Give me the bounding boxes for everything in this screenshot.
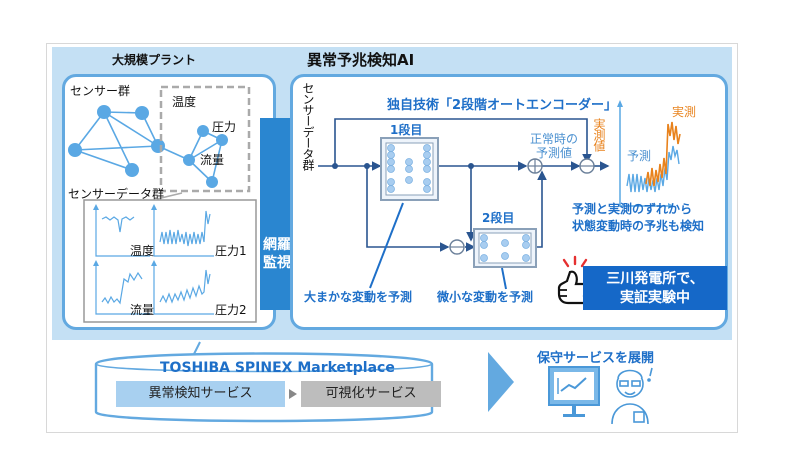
zoom-connector bbox=[156, 192, 183, 200]
stage2-pointer bbox=[501, 267, 507, 290]
chart-label-pressure2: 圧力2 bbox=[215, 303, 247, 317]
trial-stamp: 三川発電所で、 実証実験中 bbox=[583, 266, 727, 310]
stamp-line1: 三川発電所で、 bbox=[606, 271, 704, 287]
monitor-label-line1: 網羅 bbox=[263, 237, 291, 253]
chart-label-flow: 流量 bbox=[130, 303, 155, 317]
monitor-label-line2: 監視 bbox=[263, 255, 291, 271]
sensor-input-label: センサーデータ群 bbox=[301, 82, 315, 170]
stage2-output-line bbox=[537, 170, 547, 248]
sensor-data-box bbox=[83, 199, 257, 323]
plot-actual-label: 実測 bbox=[672, 105, 697, 119]
maintenance-illustration bbox=[548, 366, 653, 425]
chart-label-temp: 温度 bbox=[130, 244, 155, 258]
node-label-pressure: 圧力 bbox=[212, 120, 237, 134]
detect-text: 予測と実測のずれから 状態変動時の予兆も検知 bbox=[572, 201, 704, 235]
plant-panel bbox=[62, 74, 276, 330]
node-label-temp: 温度 bbox=[172, 95, 197, 109]
tech-title: 独自技術「2段階オートエンコーダー」 bbox=[387, 98, 618, 113]
normal-pred-label: 正常時の 予測値 bbox=[530, 132, 578, 160]
detect-line2: 状態変動時の予兆も検知 bbox=[572, 219, 705, 233]
plot-pred-label: 予測 bbox=[627, 149, 652, 163]
sensor-node bbox=[206, 176, 218, 188]
sensor-node bbox=[197, 125, 209, 137]
sensor-node bbox=[68, 143, 82, 157]
stage2-network bbox=[473, 228, 537, 268]
monitor-label: 網羅 監視 bbox=[263, 236, 291, 272]
actual-value-label: 実測値 bbox=[592, 118, 606, 151]
normal-pred-label-line2: 予測値 bbox=[536, 146, 573, 160]
sensor-node bbox=[125, 163, 139, 177]
service-arrow-icon bbox=[289, 389, 297, 399]
sensor-node bbox=[135, 106, 149, 120]
sensor-data-label: センサーデータ群 bbox=[68, 187, 165, 201]
sensor-network-edges bbox=[74, 111, 223, 183]
mini-chart-temp bbox=[95, 208, 150, 257]
sensor-node bbox=[97, 105, 111, 119]
mini-chart-pressure2 bbox=[153, 264, 214, 315]
sensor-node bbox=[216, 134, 228, 146]
zoom-dashed-box bbox=[159, 85, 251, 193]
sensor-group-label: センサー群 bbox=[70, 84, 131, 98]
stage1-label: 1段目 bbox=[390, 123, 423, 137]
stamp-line2: 実証実験中 bbox=[620, 290, 690, 306]
normal-pred-label-line1: 正常時の bbox=[530, 132, 579, 146]
chart-label-pressure1: 圧力1 bbox=[215, 244, 247, 258]
mini-chart-flow bbox=[95, 264, 150, 315]
node-label-flow: 流量 bbox=[200, 153, 225, 167]
plant-graphics bbox=[68, 85, 257, 323]
prediction-plot bbox=[617, 100, 681, 209]
stage2-desc: 微小な変動を予測 bbox=[437, 290, 534, 304]
sensor-node bbox=[183, 154, 195, 166]
stage2-branch-line bbox=[366, 166, 450, 252]
service-visualization: 可視化サービス bbox=[301, 381, 441, 407]
stage2-label: 2段目 bbox=[482, 211, 515, 225]
plant-title: 大規模プラント bbox=[112, 53, 197, 67]
stage1-pointer bbox=[369, 202, 404, 289]
stage1-network bbox=[380, 137, 439, 201]
sensor-node bbox=[151, 139, 165, 153]
service-anomaly-detection: 異常検知サービス bbox=[116, 381, 285, 407]
maintenance-title: 保守サービスを展開 bbox=[537, 351, 655, 366]
detect-line1: 予測と実測のずれから bbox=[572, 202, 693, 216]
stage1-desc: 大まかな変動を予測 bbox=[304, 290, 413, 304]
sensor-nodes bbox=[68, 105, 228, 188]
ai-title: 異常予兆検知AI bbox=[307, 51, 415, 69]
monitor-chart-icon bbox=[548, 366, 600, 417]
flow-arrow-icon bbox=[488, 352, 514, 412]
autoencoder-diagram bbox=[318, 100, 681, 290]
actual-bypass-line bbox=[334, 118, 592, 166]
engineer-icon bbox=[611, 367, 653, 425]
actual-series bbox=[645, 121, 681, 187]
mini-chart-pressure1 bbox=[153, 208, 214, 257]
marketplace-title: TOSHIBA SPINEX Marketplace bbox=[160, 360, 395, 376]
